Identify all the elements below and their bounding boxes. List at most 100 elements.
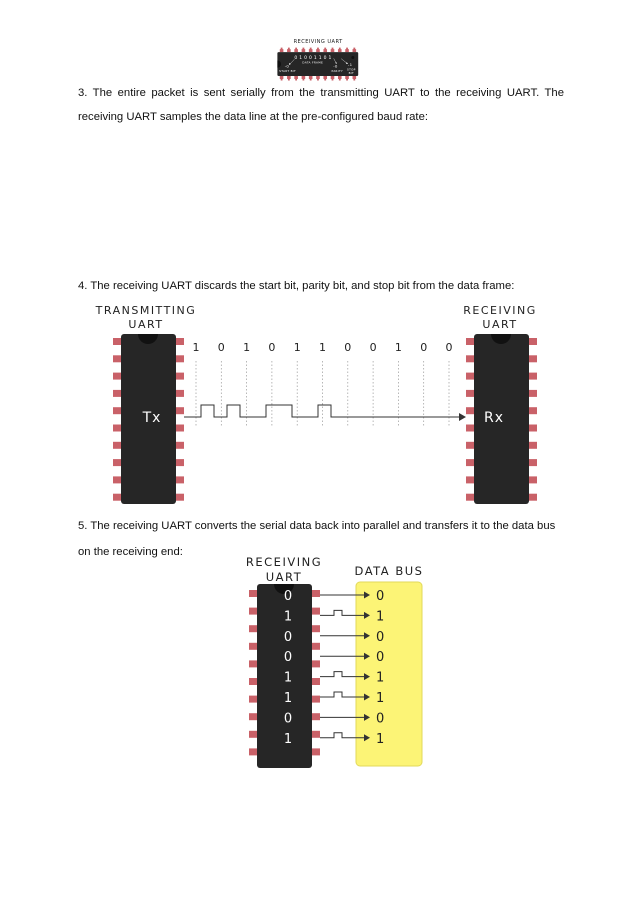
fig2-rx-pin-right	[529, 476, 537, 484]
fig2-tx-pin-right	[176, 476, 184, 484]
fig3-pin-left	[249, 660, 257, 668]
fig2-tx-pin-left	[113, 355, 121, 363]
fig2-bit-label: 0	[446, 341, 453, 354]
fig3-arrowhead	[364, 632, 370, 640]
fig2-tx-pin-right	[176, 441, 184, 449]
fig2-rx-pin-left	[466, 372, 474, 380]
fig2-tx-label: Tx	[142, 410, 162, 426]
fig1-bottom-pin	[352, 76, 357, 81]
fig3-arrowhead	[364, 734, 370, 742]
fig3-chip-bit: 1	[284, 609, 292, 624]
fig2-rx-pin-left	[466, 355, 474, 363]
fig3-arrowhead	[364, 611, 370, 619]
fig2-tx-header-2: UART	[128, 318, 163, 331]
fig1-chip-body	[277, 52, 359, 77]
fig2-rx-label: Rx	[484, 410, 504, 426]
fig2-tx-pin-right	[176, 355, 184, 363]
fig2-tx-pin-right	[176, 493, 184, 501]
fig3-pin-right	[312, 625, 320, 633]
fig3-bus-bit: 1	[376, 732, 384, 747]
fig3-arrowhead	[364, 713, 370, 721]
fig1-start-label: START BIT	[279, 69, 296, 73]
fig3-pin-left	[249, 642, 257, 650]
fig1-top-pin	[330, 47, 335, 53]
fig3-pin-right	[312, 607, 320, 615]
fig3-rx-header-1: RECEIVING	[246, 555, 322, 569]
fig3-chip-body	[257, 584, 312, 768]
fig2-rx-pin-left	[466, 338, 474, 345]
fig2-rx-pins	[466, 338, 537, 501]
fig3-pin-left	[249, 713, 257, 721]
fig3-pin-right	[312, 730, 320, 738]
fig1-bottom-pin	[308, 76, 313, 81]
fig1-chip-dot	[351, 55, 355, 59]
fig2-bit-label: 1	[395, 341, 402, 354]
fig2-rx-pin-right	[529, 424, 537, 432]
fig2-rx-header-2: UART	[482, 318, 517, 331]
fig3-pin-left	[249, 590, 257, 597]
fig3-pin-left	[249, 695, 257, 703]
fig3-pin-right	[312, 713, 320, 721]
figure-receiving-uart-frame: RECEIVING UART 0 1 0 0 1 1 0 1 DATA FRAM…	[277, 39, 359, 81]
fig1-bottom-pin	[316, 76, 320, 81]
fig2-bit-label: 1	[294, 341, 301, 354]
fig2-rx-pin-left	[466, 407, 474, 415]
paragraph-step-4: 4. The receiving UART discards the start…	[78, 280, 515, 292]
fig1-top-pin	[316, 47, 320, 53]
fig2-rx-pin-left	[466, 459, 474, 467]
fig2-tx-pin-left	[113, 407, 121, 415]
fig2-rx-pin-right	[529, 372, 537, 380]
fig3-arrowhead	[364, 693, 370, 701]
fig1-top-pin	[301, 47, 306, 53]
fig3-pins	[249, 590, 320, 756]
fig2-tx-header-1: TRANSMITTING	[95, 304, 197, 317]
fig1-chip-notch	[277, 60, 281, 68]
fig1-parity-label: PARITY	[332, 69, 344, 73]
fig3-arrowhead	[364, 591, 370, 599]
fig2-tx-pin-right	[176, 372, 184, 380]
fig1-top-pin	[308, 47, 313, 53]
fig3-arrowhead	[364, 673, 370, 681]
fig2-tx-pin-left	[113, 441, 121, 449]
fig1-bottom-pin	[279, 76, 284, 81]
fig1-bottom-pin	[301, 76, 306, 81]
fig3-pin-left	[249, 730, 257, 738]
fig1-top-pin	[323, 47, 328, 53]
fig3-bus-bit: 1	[376, 671, 384, 686]
fig2-rx-pin-right	[529, 493, 537, 501]
fig3-rx-header-2: UART	[266, 570, 302, 584]
fig2-tx-pin-left	[113, 476, 121, 484]
fig3-bus-bit: 1	[376, 609, 384, 624]
fig3-pin-left	[249, 607, 257, 615]
fig2-tx-pin-left	[113, 459, 121, 467]
fig1-frame-bits: 0 1 0 0 1 1 0 1	[294, 55, 331, 61]
fig2-bit-label: 0	[420, 341, 427, 354]
fig3-pin-right	[312, 695, 320, 703]
fig3-pin-right	[312, 642, 320, 650]
fig2-tx-pin-left	[113, 424, 121, 432]
fig2-signal-waveform	[184, 404, 459, 418]
fig2-tx-pin-right	[176, 389, 184, 397]
fig1-parity-arrow	[333, 58, 337, 63]
fig2-tx-pin-right	[176, 407, 184, 415]
fig1-bottom-pin	[345, 76, 349, 81]
fig2-bit-label: 1	[319, 341, 326, 354]
fig2-rx-pin-right	[529, 407, 537, 415]
fig1-bottom-pin	[337, 76, 342, 81]
fig2-tx-chip-body	[121, 334, 176, 504]
fig3-pin-left	[249, 748, 257, 756]
fig2-tx-pin-left	[113, 493, 121, 501]
fig1-start-value: -0	[285, 63, 290, 68]
fig3-data-bus-box	[355, 581, 423, 767]
fig2-bit-label: 0	[268, 341, 275, 354]
fig1-top-pin	[352, 47, 357, 53]
fig1-top-pin	[279, 47, 284, 53]
fig1-title: RECEIVING UART	[294, 39, 343, 45]
fig3-chip-bit: 0	[284, 650, 292, 665]
fig2-rx-pin-right	[529, 389, 537, 397]
fig1-bottom-pin	[323, 76, 328, 81]
fig2-rx-pin-left	[466, 493, 474, 501]
fig1-bottom-pin	[294, 76, 298, 81]
